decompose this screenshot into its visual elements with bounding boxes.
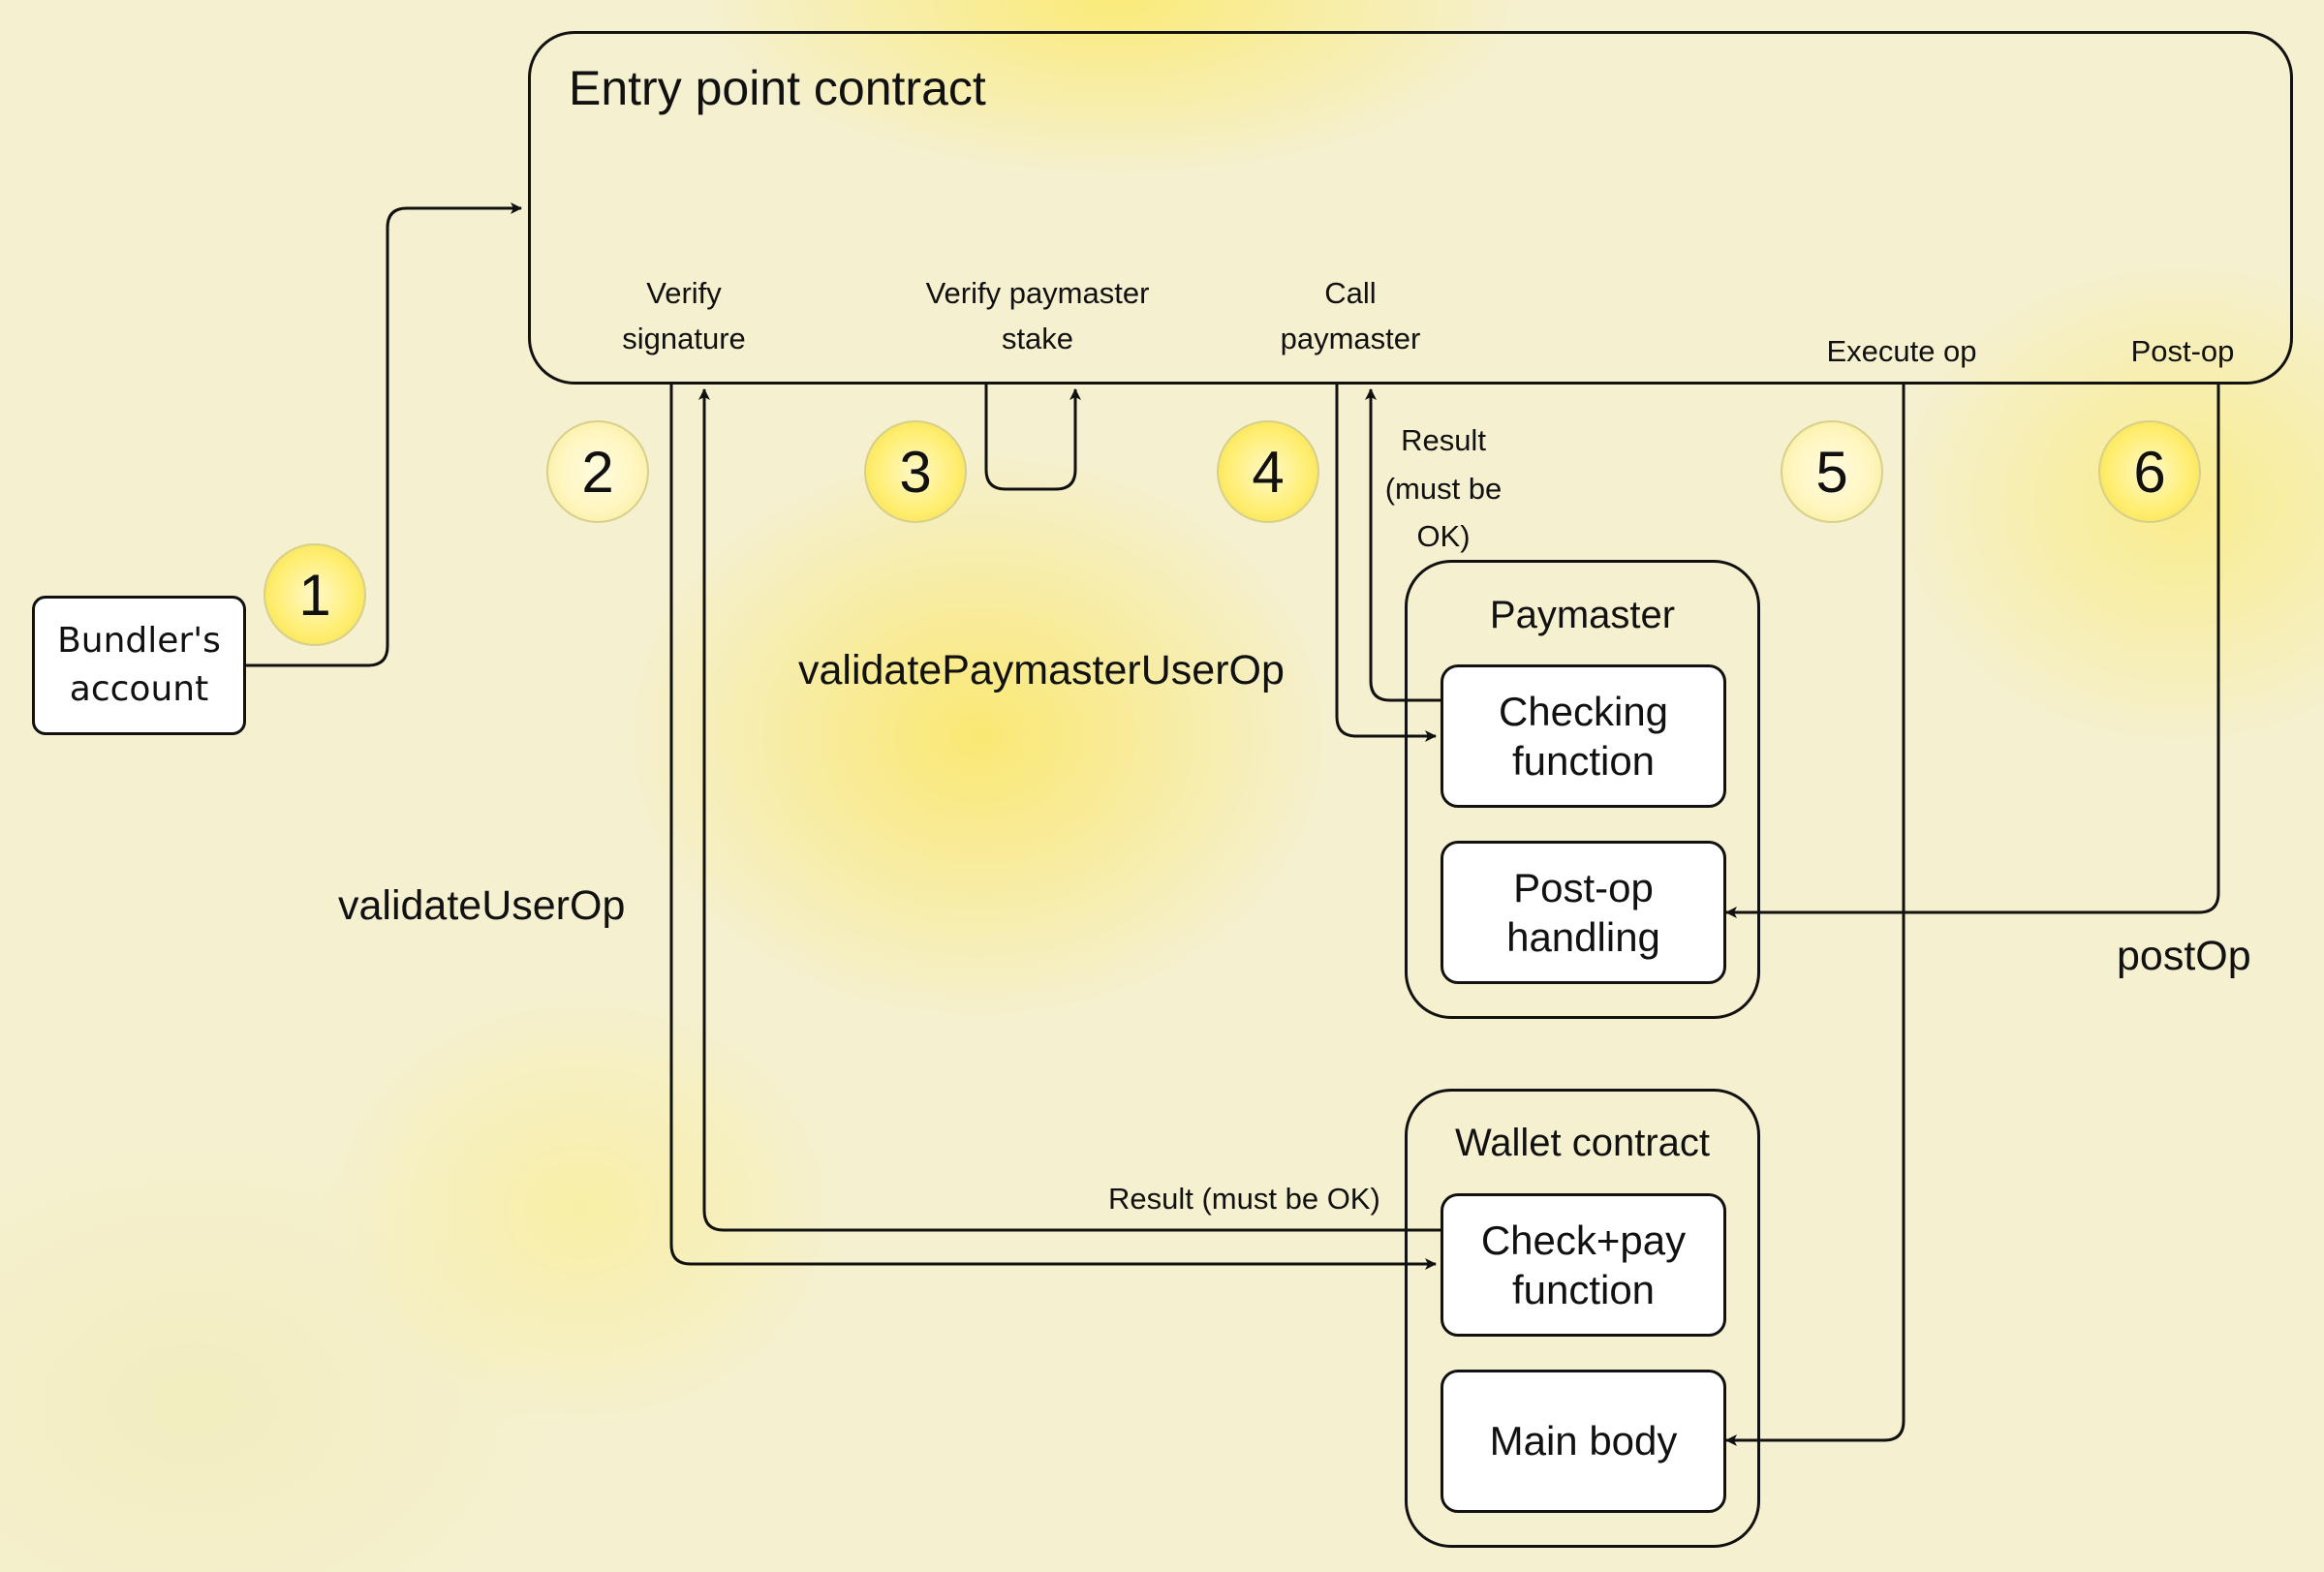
wallet-contract-title: Wallet contract xyxy=(1454,1122,1711,1164)
step-badge-4: 4 xyxy=(1217,420,1319,523)
step-badge-6: 6 xyxy=(2098,420,2201,523)
step-badge-5: 5 xyxy=(1781,420,1883,523)
entry-point-title: Entry point contract xyxy=(569,61,986,115)
edge-wallet-result xyxy=(698,388,1441,1232)
checking-function-box: Checking function xyxy=(1441,664,1726,808)
call-paymaster-label: Call paymaster xyxy=(1280,276,1421,355)
paymaster-container xyxy=(1405,560,1760,1019)
post-op-label: Post-op xyxy=(2130,334,2235,368)
paymaster-title: Paymaster xyxy=(1489,594,1676,636)
wallet-contract-container xyxy=(1405,1089,1760,1548)
post-op-handling-box: Post-op handling xyxy=(1441,841,1726,984)
bundlers-account-box: Bundler's account xyxy=(32,596,246,735)
bundlers-account-label-line2: account xyxy=(69,669,209,709)
verify-paymaster-stake-label: Verify paymaster stake xyxy=(925,276,1150,355)
edge-stake-loop xyxy=(984,385,1081,491)
post-op-handling-label-line1: Post-op xyxy=(1513,864,1654,910)
main-body-box: Main body xyxy=(1441,1370,1726,1513)
entry-point-contract xyxy=(528,31,2293,385)
check-pay-function-box: Check+pay function xyxy=(1441,1193,1726,1337)
post-op-handling-label-line2: handling xyxy=(1506,914,1660,960)
execute-op-label: Execute op xyxy=(1826,334,1977,368)
checking-function-label-line1: Checking xyxy=(1498,688,1669,734)
step-badge-3: 3 xyxy=(864,420,967,523)
validate-user-op-label: validateUserOp xyxy=(338,882,626,929)
validate-paymaster-user-op-label: validatePaymasterUserOp xyxy=(798,647,1285,694)
paymaster-result-label: Result (must be OK) xyxy=(1384,423,1503,554)
step-badge-2: 2 xyxy=(546,420,649,523)
post-op-call-label: postOp xyxy=(2117,933,2251,979)
bundlers-account-label-line1: Bundler's xyxy=(57,620,221,661)
verify-signature-label: Verify signature xyxy=(622,276,746,355)
check-pay-function-label-line1: Check+pay xyxy=(1480,1217,1687,1263)
edge-validate-user-op xyxy=(669,385,1437,1270)
wallet-result-label: Result (must be OK) xyxy=(1108,1182,1380,1216)
main-body-label: Main body xyxy=(1489,1418,1678,1464)
check-pay-function-label-line2: function xyxy=(1511,1267,1656,1312)
checking-function-label-line2: function xyxy=(1511,738,1656,784)
step-badge-1: 1 xyxy=(263,543,366,646)
